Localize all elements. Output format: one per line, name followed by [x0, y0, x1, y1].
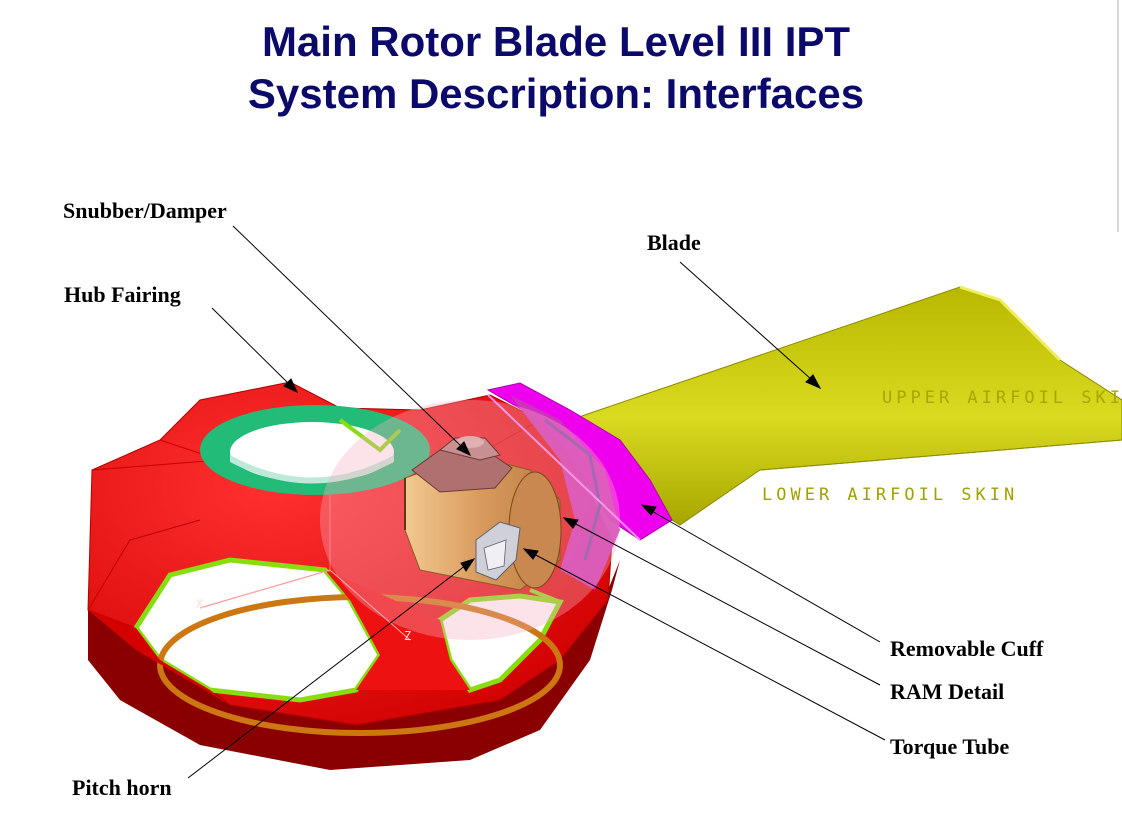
- callout-torque-tube: Torque Tube: [890, 734, 1010, 759]
- callout-hub-fairing: Hub Fairing: [64, 282, 181, 307]
- axis-z-label: Z: [404, 629, 411, 643]
- pitch-horn: [475, 521, 521, 581]
- axis-x-label: X: [196, 597, 204, 611]
- upper-airfoil-skin-label: UPPER AIRFOIL SKI: [882, 388, 1122, 408]
- callout-blade: Blade: [647, 230, 701, 255]
- lower-airfoil-skin-label: LOWER AIRFOIL SKIN: [762, 485, 1018, 505]
- callout-pitch-horn: Pitch horn: [72, 775, 172, 800]
- blade: UPPER AIRFOIL SKI LOWER AIRFOIL SKIN: [569, 285, 1122, 526]
- slide-edge-rule: [1117, 0, 1119, 232]
- callout-snubber-damper: Snubber/Damper: [63, 198, 227, 223]
- page-title-line2: System Description: Interfaces: [247, 70, 865, 117]
- page-title-line1: Main Rotor Blade Level III IPT: [261, 18, 851, 65]
- snubber-damper: [411, 436, 513, 493]
- leader-lines: [187, 225, 886, 779]
- callout-ram-detail: RAM Detail: [890, 679, 1005, 704]
- callout-removable-cuff: Removable Cuff: [890, 636, 1044, 661]
